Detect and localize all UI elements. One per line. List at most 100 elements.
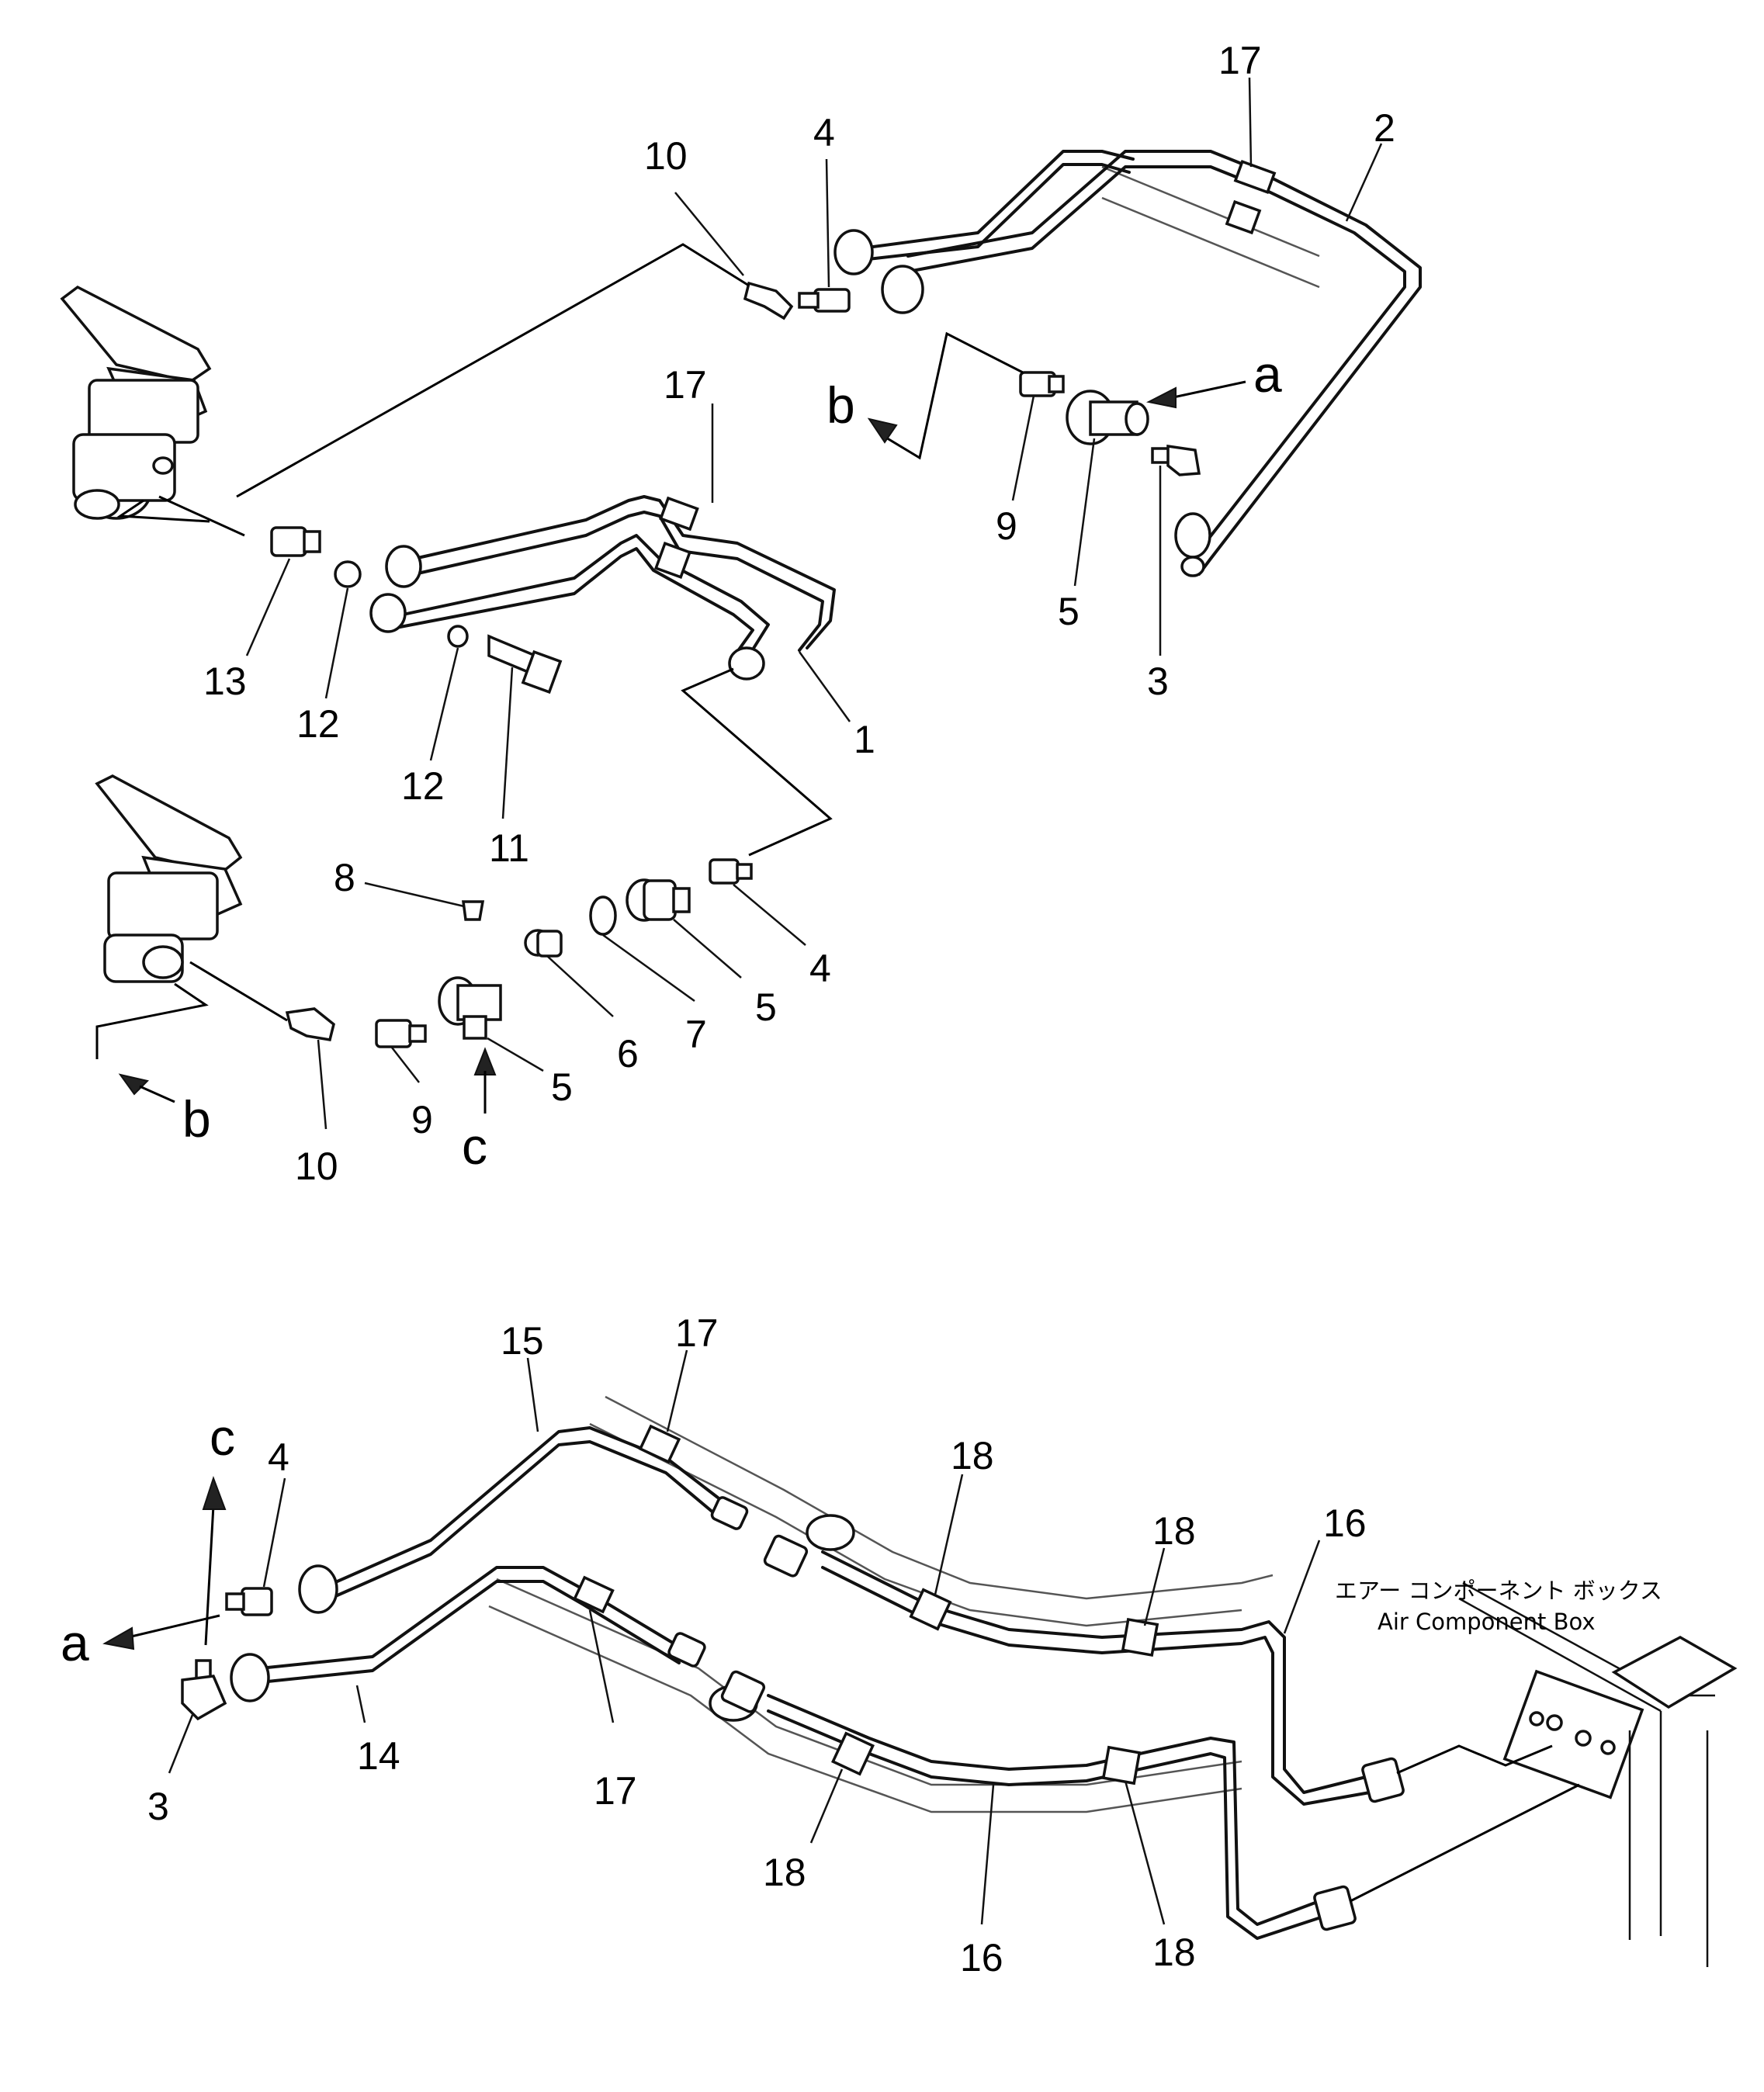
label-3-bottom: 3 <box>147 1785 169 1828</box>
nut-2-end-lower <box>1180 556 1205 577</box>
frame-bar-upper <box>1101 165 1320 289</box>
clamp-18-a <box>909 1588 952 1631</box>
label-18-a: 18 <box>951 1434 994 1477</box>
label-18-d: 18 <box>1152 1931 1196 1974</box>
elbow-10-lower <box>285 1007 335 1041</box>
upper-right-piping-group <box>743 150 1422 577</box>
label-17-top: 17 <box>1218 39 1262 82</box>
nut-upper-b <box>881 265 924 314</box>
leader-long-upper <box>236 243 750 498</box>
label-17-mid: 17 <box>664 363 707 407</box>
adapter-5-lower <box>626 878 691 922</box>
arrow-b-top <box>867 417 898 444</box>
letter-c-lower: c <box>462 1117 487 1175</box>
label-11: 11 <box>489 826 529 870</box>
part-leaders <box>168 77 1383 1925</box>
letter-a-top: a <box>1253 345 1282 403</box>
pipe-16-lower <box>767 1694 1325 1940</box>
clamp-18-b <box>1121 1617 1159 1657</box>
label-17-bottom: 17 <box>594 1769 637 1813</box>
view-arrows-top <box>118 331 1246 1103</box>
label-16-bottom: 16 <box>960 1936 1003 1979</box>
fitting-9-upper <box>1019 371 1065 397</box>
nipple-6 <box>524 929 563 958</box>
label-2: 2 <box>1374 106 1395 150</box>
plug-8 <box>462 900 485 921</box>
valve-5-upper <box>1066 390 1149 445</box>
label-9-top: 9 <box>996 504 1017 548</box>
nut-1-end <box>728 646 765 681</box>
bolt-11 <box>487 634 563 694</box>
arrow-b-lower-shaft <box>139 1085 175 1103</box>
clamp-18-d <box>1101 1745 1142 1785</box>
label-1: 1 <box>854 718 875 761</box>
arrow-a-top-shaft <box>1173 380 1246 399</box>
arrow-a-bottom-shaft <box>127 1614 220 1639</box>
middle-left-parts-group <box>95 774 753 1114</box>
label-10-top: 10 <box>644 134 688 178</box>
label-12-b: 12 <box>401 764 445 808</box>
pipe-15 <box>332 1426 719 1598</box>
pipe-16-upper <box>821 1550 1371 1806</box>
pipe-2-inner <box>906 165 1406 564</box>
label-5-top: 5 <box>1058 590 1080 633</box>
tee-5-lower <box>438 976 502 1040</box>
pipe-upper-short-inner <box>860 163 1131 262</box>
elbow-3-upper <box>1151 444 1201 476</box>
caption-japanese: エアー コンポーネント ボックス <box>1335 1578 1662 1604</box>
lower-piping-group <box>102 1395 1738 1967</box>
label-14: 14 <box>357 1734 400 1778</box>
label-18-c: 18 <box>763 1851 806 1894</box>
nut-16-upper-end <box>1361 1757 1405 1803</box>
air-component-box <box>1458 1581 1738 1967</box>
joint-14-16 <box>667 1632 766 1713</box>
nut-2-end <box>1174 512 1211 559</box>
leader-16-to-box-lower <box>1350 1783 1580 1903</box>
fitting-9-lower <box>375 1019 427 1048</box>
leader-valve-b-upper <box>116 499 210 523</box>
clamp-17-lower-b <box>573 1575 615 1614</box>
joint-15-16 <box>710 1496 809 1578</box>
nut-16-lower-end <box>1313 1885 1357 1931</box>
letter-a-bottom: a <box>61 1614 89 1671</box>
part-number-labels: 17 2 4 10 9 5 3 17 13 12 12 11 1 8 4 5 7… <box>147 39 1395 1979</box>
label-3-top: 3 <box>1147 660 1169 703</box>
arrow-a-bottom <box>102 1626 135 1650</box>
clamp-17-mid <box>659 496 699 532</box>
nut-1-top <box>385 545 422 588</box>
leader-valve-to-10-lower <box>189 961 288 1022</box>
brake-valve-lower <box>95 774 243 983</box>
arrow-a-top <box>1145 386 1177 409</box>
brake-valve-upper <box>60 285 212 520</box>
leader-1-to-4 <box>681 667 833 857</box>
label-4-mid: 4 <box>809 947 831 990</box>
clamp-17-top <box>1233 160 1277 194</box>
letter-b-top: b <box>827 376 855 434</box>
label-13: 13 <box>203 660 247 703</box>
arrow-c-bottom <box>202 1475 227 1510</box>
label-18-b: 18 <box>1152 1509 1196 1553</box>
pipe-upper-short <box>860 150 1135 250</box>
clamp-17-lower-a <box>638 1424 681 1464</box>
elbow-10-upper <box>743 281 794 320</box>
washer-12-upper <box>334 560 362 588</box>
upper-left-piping-group <box>60 243 836 857</box>
leader-16-to-box-upper <box>1396 1744 1553 1775</box>
nut-15-end <box>298 1564 338 1614</box>
arrow-c-bottom-shaft <box>204 1505 215 1646</box>
view-letter-labels: a b b c c a <box>61 345 1282 1671</box>
label-8: 8 <box>334 856 355 899</box>
leader-valve-to-10 <box>158 495 245 537</box>
leader-b-lower <box>95 982 209 1059</box>
letter-c-bottom: c <box>210 1408 235 1466</box>
fitting-4-upper <box>798 288 851 313</box>
label-10-mid: 10 <box>295 1145 338 1188</box>
washer-7 <box>589 895 617 936</box>
fitting-4-bottom <box>225 1587 273 1616</box>
label-16-top: 16 <box>1323 1501 1367 1545</box>
nut-14-end <box>230 1653 270 1702</box>
clamp-18-c <box>831 1731 875 1776</box>
elbow-3-bottom <box>181 1659 227 1721</box>
label-9-mid: 9 <box>411 1098 433 1141</box>
